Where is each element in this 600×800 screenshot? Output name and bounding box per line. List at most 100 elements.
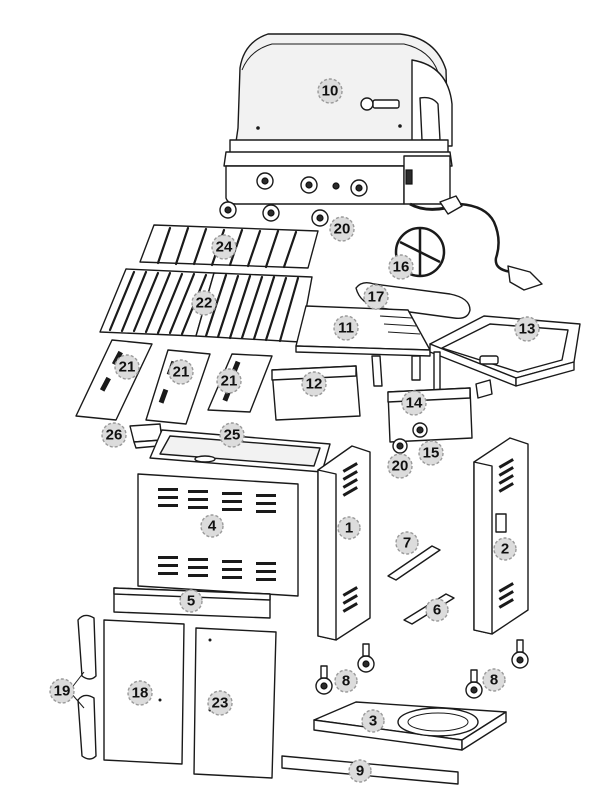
callout-12: 12 (301, 371, 327, 397)
part-lid (223, 33, 453, 205)
callout-bubble (207, 690, 233, 716)
callout-24: 24 (211, 234, 237, 260)
part-left-shelf (295, 305, 431, 387)
callout-number: 23 (212, 695, 229, 712)
callout-18: 18 (127, 680, 153, 706)
part-right-heat-shield (387, 387, 473, 443)
part-control-knobs (219, 201, 329, 227)
callout-bubble (337, 516, 361, 540)
callout-bubble (127, 680, 153, 706)
callout-13: 13 (514, 316, 540, 342)
callout-8: 8 (482, 668, 506, 692)
callout-bubble (401, 390, 427, 416)
callout-11: 11 (333, 315, 359, 341)
part-right-side-panel (473, 437, 529, 635)
callout-number: 21 (119, 359, 136, 376)
callout-number: 13 (519, 321, 536, 338)
callout-number: 1 (345, 520, 353, 537)
callout-number: 10 (322, 83, 339, 100)
callout-25: 25 (219, 422, 245, 448)
part-gas-hose (409, 195, 543, 291)
callout-22: 22 (191, 290, 217, 316)
callout-number: 7 (403, 535, 411, 552)
callout-bubble (200, 514, 224, 538)
callout-9: 9 (348, 759, 372, 783)
callout-number: 18 (132, 685, 149, 702)
part-side-burner-grate (394, 226, 446, 278)
callout-number: 22 (196, 295, 213, 312)
callout-number: 26 (106, 427, 123, 444)
callout-26: 26 (101, 422, 127, 448)
callout-number: 5 (187, 593, 195, 610)
callout-number: 6 (433, 602, 441, 619)
callout-20: 20 (387, 453, 413, 479)
callout-number: 8 (342, 673, 350, 690)
callout-4: 4 (200, 514, 224, 538)
callout-bubble (387, 453, 413, 479)
callout-number: 15 (423, 445, 440, 462)
callout-number: 14 (406, 395, 423, 412)
part-left-side-panel (317, 445, 371, 641)
callout-bubble (425, 598, 449, 622)
callout-17: 17 (363, 284, 389, 310)
part-door-handles (69, 614, 97, 760)
callout-number: 12 (306, 376, 323, 393)
callout-number: 11 (338, 320, 354, 337)
callout-number: 8 (490, 672, 498, 689)
callout-bubble (482, 668, 506, 692)
callout-7: 7 (395, 531, 419, 555)
callout-bubble (418, 440, 444, 466)
callout-bubble (168, 359, 194, 385)
callout-bubble (348, 759, 372, 783)
callout-bubble (334, 669, 358, 693)
callout-number: 9 (356, 763, 364, 780)
callout-21: 21 (168, 359, 194, 385)
callout-14: 14 (401, 390, 427, 416)
callout-number: 20 (392, 458, 409, 475)
callout-bubble (191, 290, 217, 316)
callout-number: 20 (334, 221, 351, 238)
callout-2: 2 (493, 537, 517, 561)
callout-21: 21 (114, 354, 140, 380)
callout-5: 5 (179, 589, 203, 613)
callout-number: 2 (501, 541, 509, 558)
callout-number: 17 (368, 289, 385, 306)
part-bottom-shelf (313, 701, 507, 751)
callout-number: 3 (369, 713, 377, 730)
callout-bubble (317, 78, 343, 104)
callout-19: 19 (49, 678, 75, 704)
callout-bubble (301, 371, 327, 397)
callout-bubble (101, 422, 127, 448)
callout-bubble (216, 368, 242, 394)
callout-bubble (361, 709, 385, 733)
callout-number: 21 (221, 373, 238, 390)
callout-bubble (211, 234, 237, 260)
callout-6: 6 (425, 598, 449, 622)
callout-16: 16 (388, 254, 414, 280)
callout-bubble (363, 284, 389, 310)
part-cooking-grates (99, 268, 313, 343)
callout-3: 3 (361, 709, 385, 733)
callout-8: 8 (334, 669, 358, 693)
callout-number: 25 (224, 427, 241, 444)
callout-number: 24 (216, 239, 233, 256)
callout-number: 19 (54, 683, 71, 700)
part-side-knob (392, 422, 428, 454)
callout-number: 21 (173, 364, 190, 381)
callout-1: 1 (337, 516, 361, 540)
callout-20: 20 (329, 216, 355, 242)
callout-bubble (514, 316, 540, 342)
callout-number: 4 (208, 518, 217, 535)
callout-bubble (395, 531, 419, 555)
callout-15: 15 (418, 440, 444, 466)
callout-bubble (49, 678, 75, 704)
callout-bubble (333, 315, 359, 341)
callout-bubble (493, 537, 517, 561)
callout-number: 16 (393, 259, 410, 276)
callout-21: 21 (216, 368, 242, 394)
callout-10: 10 (317, 78, 343, 104)
callout-bubble (114, 354, 140, 380)
callout-bubble (329, 216, 355, 242)
